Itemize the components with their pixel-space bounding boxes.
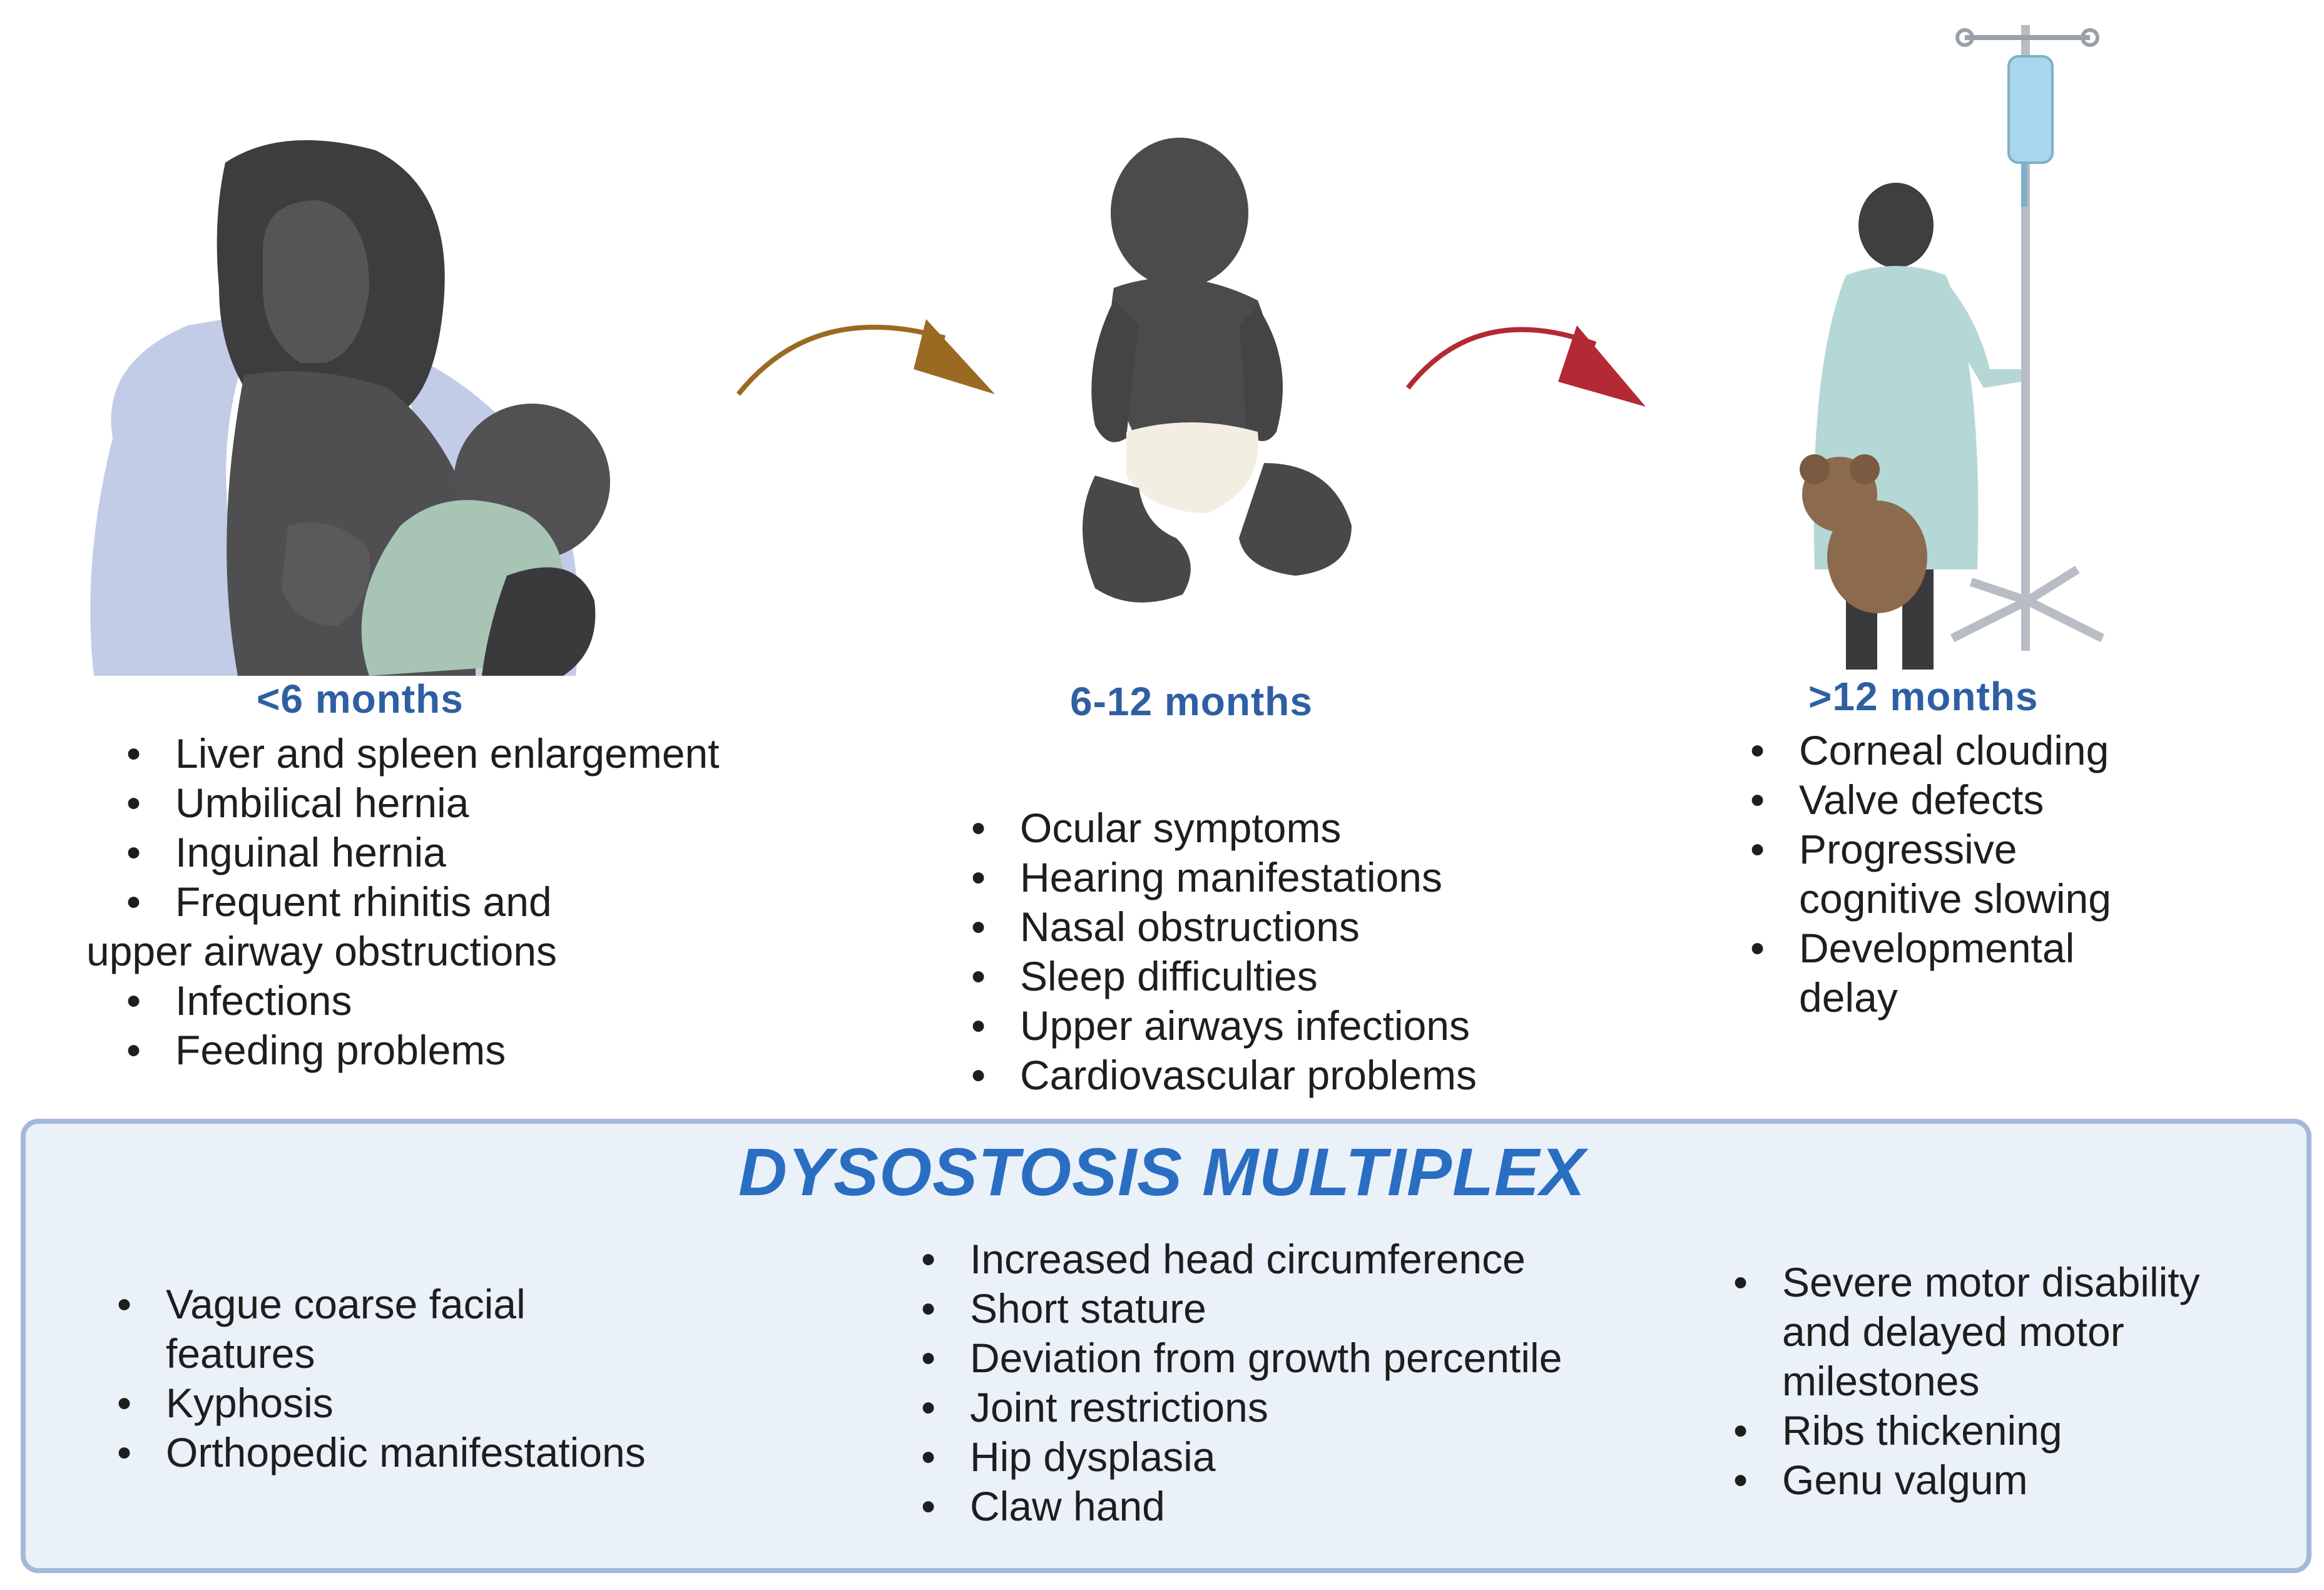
list-item: Claw hand [921, 1482, 1562, 1531]
stage-3-list: Corneal clouding Valve defects Progressi… [1711, 726, 2250, 1022]
stage-2-list: Ocular symptoms Hearing manifestations N… [932, 803, 1477, 1100]
stage-1-list: Liver and spleen enlargement Umbilical h… [88, 729, 720, 927]
sitting-baby-icon [1083, 138, 1352, 603]
arrow-red-icon [1405, 325, 1646, 407]
list-item: Sleep difficulties [971, 952, 1477, 1001]
list-item: Feeding problems [126, 1026, 506, 1075]
list-item: Vague coarse facial features [117, 1280, 554, 1379]
list-item: Genu valgum [1733, 1455, 2324, 1505]
list-item: Kyphosis [117, 1379, 679, 1428]
list-item: Progressive cognitive slowing [1750, 825, 2149, 924]
list-item: Valve defects [1750, 775, 2250, 825]
stage-title-over-12-months: >12 months [1808, 674, 2039, 719]
list-item: Deviation from growth percentile [921, 1333, 1562, 1383]
list-item: Frequent rhinitis and [126, 877, 720, 927]
dysostosis-multiplex-title: DYSOSTOSIS MULTIPLEX [738, 1134, 1586, 1210]
list-item: Ribs thickening [1733, 1406, 2324, 1455]
dysostosis-col3-list: Severe motor disability and delayed moto… [1695, 1258, 2324, 1505]
list-item: Developmental delay [1750, 924, 2149, 1022]
list-item-continuation: upper airway obstructions [86, 928, 558, 974]
list-item: Severe motor disability and delayed moto… [1733, 1258, 2245, 1406]
stage-title-6-12-months: 6-12 months [1070, 679, 1313, 724]
list-item: Hearing manifestations [971, 853, 1477, 902]
list-item: Orthopedic manifestations [117, 1428, 679, 1477]
list-item: Ocular symptoms [971, 803, 1477, 853]
dysostosis-col2-list: Increased head circumference Short statu… [882, 1235, 1562, 1531]
dysostosis-col1-list: Vague coarse facial features Kyphosis Or… [78, 1280, 679, 1477]
list-item: Corneal clouding [1750, 726, 2250, 775]
list-item: Short stature [921, 1284, 1562, 1333]
arrow-brown-icon [736, 319, 995, 396]
list-item: Inguinal hernia [126, 828, 720, 877]
stage-title-under-6-months: <6 months [257, 676, 464, 721]
list-item: Joint restrictions [921, 1383, 1562, 1432]
list-item: Umbilical hernia [126, 778, 720, 828]
list-item: Infections [126, 976, 506, 1026]
list-item: Nasal obstructions [971, 902, 1477, 952]
list-item: Upper airways infections [971, 1001, 1477, 1051]
child-hospital-gown-iv-pole-icon [1800, 25, 2105, 670]
mother-breastfeeding-infant-icon [90, 140, 610, 676]
list-item: Hip dysplasia [921, 1432, 1562, 1482]
list-item: Increased head circumference [921, 1235, 1562, 1284]
stage-1-list-continued: Infections Feeding problems [88, 976, 506, 1075]
list-item: Liver and spleen enlargement [126, 729, 720, 778]
list-item: Cardiovascular problems [971, 1051, 1477, 1100]
